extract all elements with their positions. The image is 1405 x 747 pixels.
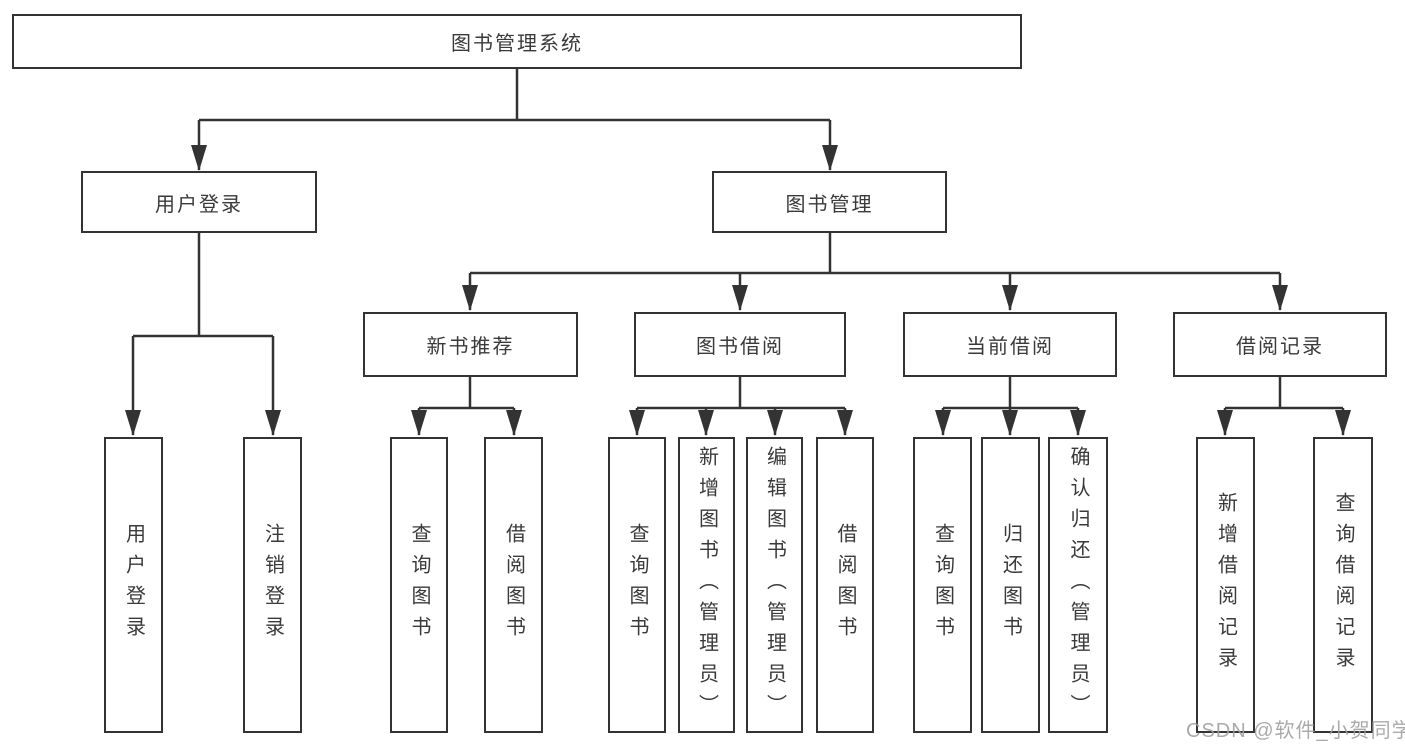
node-label: 图书管理系统 [451,33,583,55]
leaf-add-borrow-record: 新增借阅记录 [1196,437,1255,733]
leaf-query-borrow-record: 查询借阅记录 [1313,437,1373,733]
node-root-library-system: 图书管理系统 [12,14,1022,69]
node-current-borrowing: 当前借阅 [903,312,1117,377]
leaf-query-books-borrowing: 查询图书 [608,437,666,733]
node-label: 用户登录 [155,193,243,216]
leaf-query-books-recommend: 查询图书 [390,437,448,733]
node-label: 查询图书 [931,523,954,647]
node-book-management: 图书管理 [712,171,947,233]
node-borrowing-records: 借阅记录 [1173,312,1387,377]
node-label: 查询图书 [626,523,648,647]
node-label: 查询借阅记录 [1332,492,1354,678]
node-label: 新增借阅记录 [1214,492,1237,678]
node-new-book-recommend: 新书推荐 [363,312,578,377]
node-label: 借阅图书 [502,523,525,647]
leaf-return-book: 归还图书 [981,437,1040,733]
node-label: 编辑图书（管理员） [763,445,786,725]
node-label: 借阅记录 [1236,336,1324,358]
leaf-confirm-return-admin: 确认归还（管理员） [1048,437,1108,733]
node-user-login-group: 用户登录 [81,171,317,233]
tree-edges [125,69,1351,436]
node-book-borrowing: 图书借阅 [634,312,846,377]
node-label: 查询图书 [408,523,430,647]
node-label: 图书管理 [785,193,874,216]
node-label: 确认归还（管理员） [1067,445,1089,725]
node-label: 归还图书 [999,523,1022,647]
node-label: 新增图书（管理员） [695,445,718,725]
node-label: 借阅图书 [834,523,856,647]
node-label: 新书推荐 [426,336,515,358]
node-label: 图书借阅 [696,336,784,358]
leaf-query-books-current: 查询图书 [913,437,972,733]
node-label: 当前借阅 [966,336,1054,358]
leaf-borrow-books-recommend: 借阅图书 [484,437,543,733]
leaf-user-login: 用户登录 [104,437,163,733]
csdn-watermark: CSDN @软件_小贺同学 [1186,720,1405,742]
leaf-borrow-books-borrowing: 借阅图书 [816,437,874,733]
leaf-edit-book-admin: 编辑图书（管理员） [746,437,803,733]
node-label: 用户登录 [122,523,145,647]
node-label: 注销登录 [261,523,284,647]
leaf-add-book-admin: 新增图书（管理员） [678,437,735,733]
leaf-logout: 注销登录 [243,437,302,733]
